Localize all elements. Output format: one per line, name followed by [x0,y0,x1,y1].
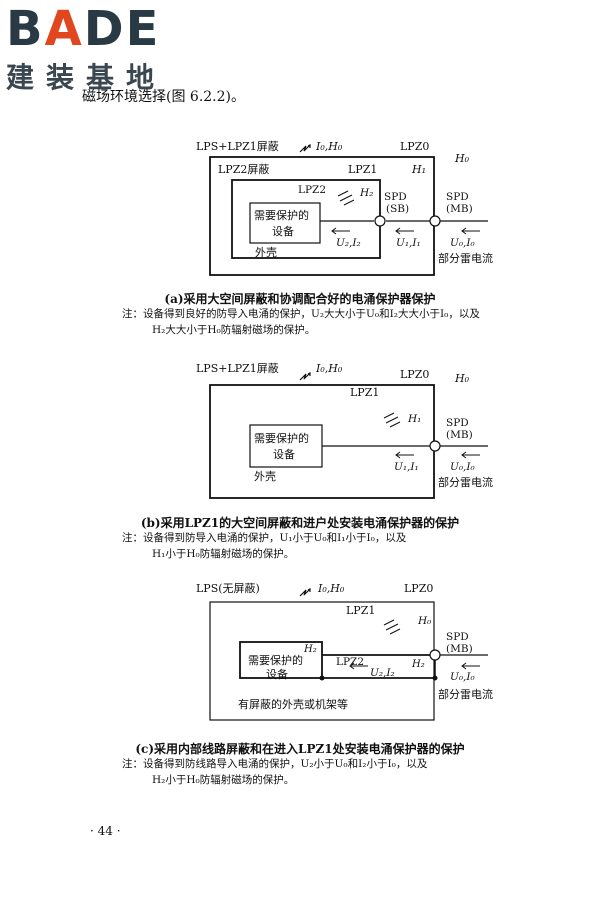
fig-b-u1i1: U₁,I₁ [394,461,419,473]
fig-c-lpz0: LPZ0 [404,582,433,595]
fig-a-i0h0: I₀,H₀ [315,140,343,153]
fig-c-i0h0: I₀,H₀ [317,582,345,595]
fig-c-u2i2: U₂,I₂ [370,667,395,679]
fig-a-partial-current: 部分雷电流 [438,251,493,265]
fig-a-housing: 外壳 [255,245,277,259]
fig-a-h2: H₂ [359,187,373,199]
fig-b-h0: H₀ [454,372,470,385]
fig-a-spd-mb-2: (MB) [446,203,473,215]
fig-a-lpz2-shield: LPZ2屏蔽 [218,163,269,176]
fig-c-equip-2: 设备 [266,667,288,681]
fig-c-spd-mb [429,649,441,661]
fig-b-housing: 外壳 [254,469,276,483]
fig-b-h1: H₁ [407,413,421,425]
fig-c-lps: LPS(无屏蔽) [196,582,260,595]
page-number: · 44 · [90,824,121,838]
fig-a-caption: (a)采用大空间屏蔽和协调配合好的电涌保护器保护 [164,292,436,306]
fig-b-lps: LPS+LPZ1屏蔽 [196,362,279,375]
fig-a-spd-sb-2: (SB) [386,203,409,215]
fig-b-i0h0: I₀,H₀ [315,362,343,375]
intro-text: 磁场环境选择(图 6.2.2)。 [82,89,245,105]
bade-logo: BADE 建装基地 [6,4,166,96]
fig-a-equip-1: 需要保护的 [254,208,309,222]
fig-a-lpz1: LPZ1 [348,163,377,176]
fig-a-lpz0: LPZ0 [400,140,429,153]
fig-a-u1i1: U₁,I₁ [396,237,421,249]
fig-c-u0i0: U₀,I₀ [450,671,476,683]
fig-a-spd-sb [374,215,386,227]
fig-b-partial-current: 部分雷电流 [438,475,493,489]
logo-subtitle: 建装基地 [6,61,167,94]
fig-c-h2-left: H₂ [303,644,317,655]
fig-c-partial-current: 部分雷电流 [438,687,493,701]
fig-a-lps: LPS+LPZ1屏蔽 [196,140,279,153]
fig-a-spd-mb [429,215,441,227]
fig-c-ground-node-right [432,675,438,681]
fig-b-u0i0: U₀,I₀ [450,461,476,473]
fig-b-lpz1: LPZ1 [350,386,379,399]
fig-c-lpz1: LPZ1 [346,604,375,617]
fig-c-spd-1: SPD [446,631,469,643]
fig-b-caption: (b)采用LPZ1的大空间屏蔽和进户处安装电涌保护器的保护 [140,516,460,530]
fig-c-spd-2: (MB) [446,643,473,655]
fig-c-equip-1: 需要保护的 [248,653,303,667]
fig-a-u0i0: U₀,I₀ [450,237,476,249]
fig-b-spd-2: (MB) [446,429,473,441]
fig-a-spd-mb-1: SPD [446,191,469,203]
fig-a-h0: H₀ [454,152,470,165]
logo-wordmark: BADE [6,1,161,57]
fig-c-lpz2: LPZ2 [336,656,364,668]
fig-b-spd-mb [429,440,441,452]
fig-b-spd-1: SPD [446,417,469,429]
fig-a-spd-sb-1: SPD [384,191,407,203]
fig-c-housing: 有屏蔽的外壳或机架等 [238,697,348,711]
fig-b-equip-1: 需要保护的 [254,431,309,445]
fig-c-ground-node-left [319,675,325,681]
fig-b-lpz0: LPZ0 [400,368,429,381]
fig-c-lpz1-box [209,601,435,721]
fig-c-h0: H₀ [417,615,432,627]
fig-a-h1: H₁ [411,163,426,176]
fig-c-equipment-box [239,641,323,679]
fig-a-equipment-box [249,202,321,244]
fig-a-u2i2: U₂,I₂ [336,237,361,249]
fig-c-h2-right: H₂ [411,659,425,670]
fig-b-equip-2: 设备 [273,447,295,461]
fig-a-equip-2: 设备 [272,224,294,238]
fig-a-lpz2: LPZ2 [298,184,326,196]
fig-c-caption: (c)采用内部线路屏蔽和在进入LPZ1处安装电涌保护器的保护 [135,742,465,756]
